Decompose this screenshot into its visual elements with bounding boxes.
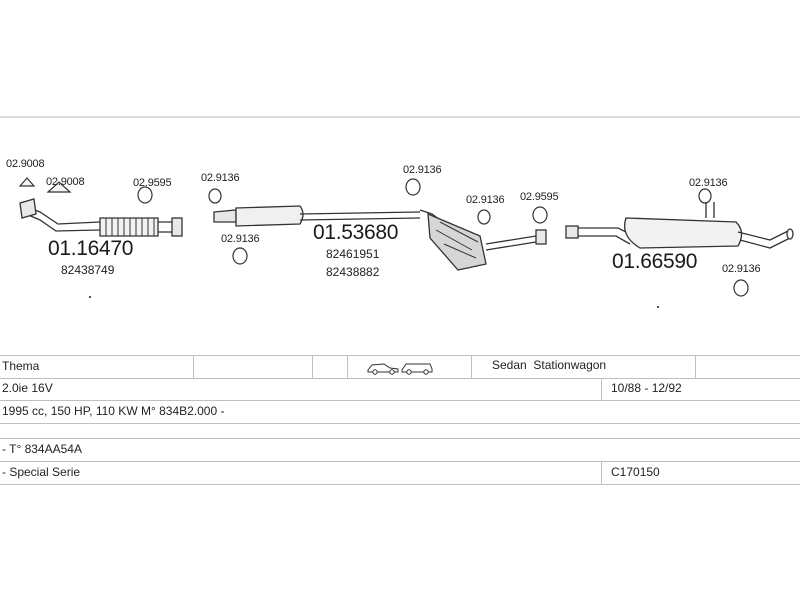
middle-silencer-oem-number-1: 82461951	[326, 247, 380, 261]
production-years: 10/88 - 12/92	[611, 381, 682, 395]
gasket-label-g2: 02.9008	[46, 176, 85, 188]
middle-silencer-part-number[interactable]: 01.53680	[313, 221, 399, 244]
front-pipe-drawing[interactable]	[19, 198, 183, 237]
catalog-code: C170150	[611, 465, 660, 479]
table-row-type: - T° 834AA54A	[0, 439, 800, 462]
engine-name: 2.0ie 16V	[2, 381, 53, 395]
middle-silencer-oem-number-2: 82438882	[326, 265, 380, 279]
table-row-blank	[0, 424, 800, 439]
gasket-label-g1: 02.9008	[6, 158, 45, 170]
marker-dot	[89, 296, 91, 298]
top-divider	[0, 116, 800, 118]
gasket-label-g4: 02.9136	[201, 172, 240, 184]
front-pipe-part-number[interactable]: 01.16470	[48, 237, 134, 260]
cell-divider	[347, 356, 348, 378]
series-name: - Special Serie	[2, 465, 81, 479]
cell-divider	[193, 356, 194, 378]
gasket-label-g3: 02.9595	[133, 177, 172, 189]
table-row-model: Thema Sedan Stationwagon	[0, 355, 800, 379]
cell-divider	[312, 356, 313, 378]
exhaust-diagram	[18, 177, 794, 297]
gasket-label-g9: 02.9136	[689, 177, 728, 189]
marker-dot	[657, 306, 659, 308]
model-name: Thema	[2, 359, 40, 373]
cell-divider	[695, 356, 696, 378]
cell-divider	[471, 356, 472, 378]
middle-silencer-drawing[interactable]	[213, 205, 547, 271]
table-row-series: - Special Serie C170150	[0, 462, 800, 485]
cell-divider	[601, 378, 602, 400]
body-types: Sedan Stationwagon	[492, 358, 607, 372]
gasket-label-g10: 02.9136	[722, 263, 761, 275]
gasket-label-g6: 02.9136	[403, 164, 442, 176]
rear-silencer-drawing[interactable]	[565, 202, 794, 249]
gasket-icon[interactable]	[18, 177, 749, 297]
engine-specs: 1995 cc, 150 HP, 110 KW M° 834B2.000 -	[2, 404, 225, 418]
sedan-icon	[366, 361, 400, 380]
type-code: - T° 834AA54A	[2, 442, 82, 456]
stationwagon-icon	[400, 361, 434, 380]
rear-silencer-part-number[interactable]: 01.66590	[612, 250, 698, 273]
gasket-label-g5: 02.9136	[221, 233, 260, 245]
front-pipe-oem-number: 82438749	[61, 263, 115, 277]
gasket-label-g7: 02.9136	[466, 194, 505, 206]
gasket-label-g8: 02.9595	[520, 191, 559, 203]
table-row-specs: 1995 cc, 150 HP, 110 KW M° 834B2.000 -	[0, 401, 800, 424]
cell-divider	[601, 462, 602, 484]
table-row-engine: 2.0ie 16V 10/88 - 12/92	[0, 378, 800, 401]
